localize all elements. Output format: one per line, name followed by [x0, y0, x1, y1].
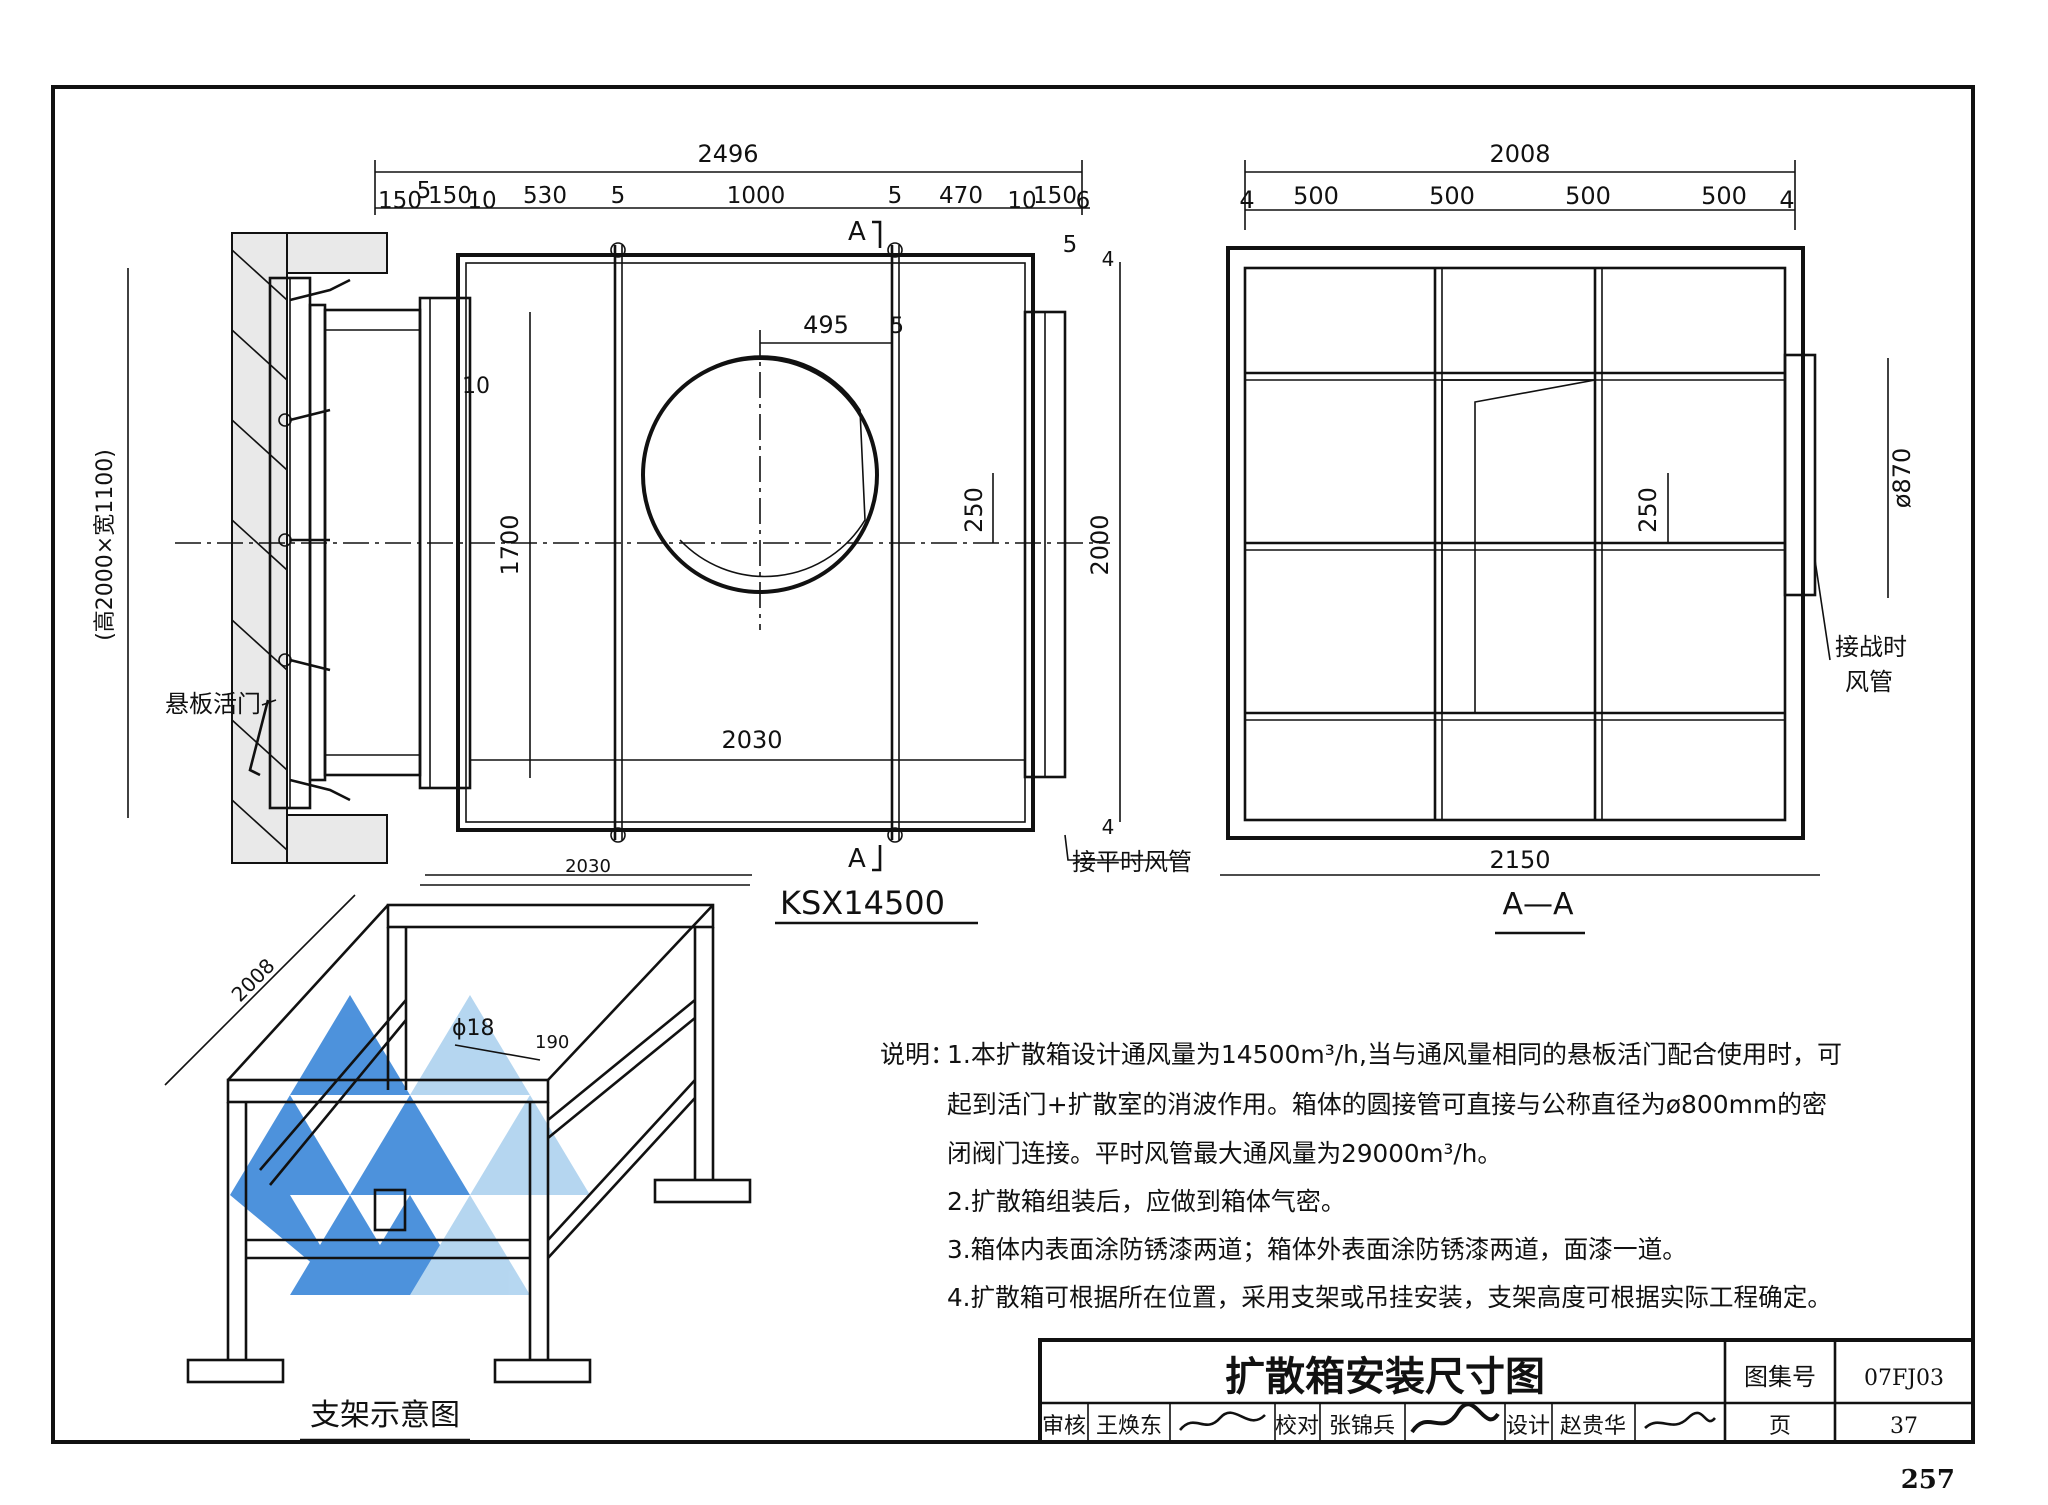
- dim-5: 5: [890, 314, 904, 339]
- dim-2030-bottom: 2030: [565, 856, 611, 877]
- wartime-duct-label-2: 风管: [1845, 668, 1893, 696]
- dim-2000-elev: 2000: [1086, 514, 1114, 575]
- section-dia: ø870: [1888, 448, 1916, 509]
- dim-1700: 1700: [496, 514, 524, 575]
- support-caption: 支架示意图: [310, 1398, 460, 1433]
- designer-signature: [1644, 1411, 1716, 1430]
- overall-width-dim: 2496: [697, 140, 758, 168]
- section-bottom-width: 2150: [1489, 846, 1550, 874]
- model-label: KSX14500: [780, 884, 945, 922]
- reviewer-name: 王焕东: [1096, 1414, 1162, 1439]
- section-seg: 500: [1429, 182, 1475, 210]
- designer-name: 赵贵华: [1560, 1414, 1626, 1439]
- seg-dim: 5: [417, 178, 432, 204]
- section-seg: 4: [1239, 186, 1254, 214]
- section-box: [1226, 246, 1805, 840]
- atlas-number: 07FJ03: [1864, 1366, 1944, 1391]
- dim-4-bottom: 4: [1102, 815, 1115, 839]
- dim-10: 10: [462, 374, 490, 399]
- section-seg: 500: [1701, 182, 1747, 210]
- dim-495: 495: [803, 311, 849, 339]
- design-label: 设计: [1506, 1414, 1550, 1439]
- note-line-5: 3.箱体内表面涂防锈漆两道；箱体外表面涂防锈漆两道，面漆一道。: [947, 1235, 1687, 1264]
- atlas-label: 图集号: [1744, 1363, 1816, 1391]
- note-line-2: 起到活门+扩散室的消波作用。箱体的圆接管可直接与公称直径为ø800mm的密: [947, 1090, 1827, 1119]
- seg-dim: 150: [428, 183, 472, 209]
- section-dim-250: 250: [1634, 487, 1662, 533]
- section-seg: 4: [1779, 186, 1794, 214]
- dim-2030-inner: 2030: [721, 726, 782, 754]
- seg-dim: 10: [1007, 188, 1036, 214]
- section-title: A—A: [1502, 887, 1574, 922]
- peacetime-duct-label: 接平时风管: [1072, 848, 1192, 876]
- notes-prefix: 说明：: [880, 1040, 955, 1069]
- blast-valve-label: 悬板活门: [165, 690, 261, 718]
- note-line-4: 2.扩散箱组装后，应做到箱体气密。: [947, 1187, 1346, 1216]
- seg-dim: 10: [467, 188, 496, 214]
- section-overall-width: 2008: [1489, 140, 1550, 168]
- seg-dim: 530: [523, 183, 567, 209]
- note-line-1: 1.本扩散箱设计通风量为14500m³/h,当与通风量相同的悬板活门配合使用时，…: [947, 1040, 1842, 1069]
- section-mark-bottom: A: [848, 844, 866, 874]
- support-dim-2008: 2008: [227, 954, 280, 1007]
- support-dim-190: 190: [535, 1032, 569, 1053]
- support-frame: 2008 ɸ18 190 支架示意图: [164, 884, 752, 1442]
- note-line-3: 闭阀门连接。平时风管最大通风量为29000m³/h。: [947, 1139, 1502, 1168]
- seg-dim: 5: [1063, 232, 1078, 258]
- page-number: 37: [1890, 1414, 1918, 1439]
- support-dim-phi18: ɸ18: [452, 1016, 495, 1041]
- wartime-stub: [1783, 353, 1817, 597]
- seg-dim: 6: [1076, 188, 1091, 214]
- seg-dim: 470: [939, 183, 983, 209]
- checker-name: 张锦兵: [1329, 1414, 1395, 1439]
- wall-hatch: [231, 232, 388, 864]
- section-seg: 500: [1293, 182, 1339, 210]
- note-line-6: 4.扩散箱可根据所在位置，采用支架或吊挂安装，支架高度可根据实际工程确定。: [947, 1283, 1832, 1312]
- seg-dim: 150: [1033, 183, 1077, 209]
- reviewer-signature: [1179, 1411, 1266, 1431]
- valve-size-note: (高2000×宽1100): [93, 449, 118, 641]
- dim-4-top: 4: [1102, 247, 1115, 271]
- seg-dim: 150: [378, 188, 422, 214]
- wartime-duct-label-1: 接战时: [1835, 633, 1907, 661]
- review-label: 审核: [1042, 1414, 1086, 1439]
- book-page-number: 257: [1901, 1465, 1955, 1495]
- check-label: 校对: [1275, 1414, 1319, 1439]
- seg-dim: 5: [611, 183, 626, 209]
- page-label: 页: [1769, 1414, 1791, 1439]
- section-mark-top: A: [848, 217, 866, 247]
- seg-dim: 5: [888, 183, 903, 209]
- notes: 说明： 1.本扩散箱设计通风量为14500m³/h,当与通风量相同的悬板活门配合…: [880, 1040, 1842, 1312]
- title-block: 扩散箱安装尺寸图 图集号 07FJ03 审核 王焕东 校对 张锦兵 设计 赵贵华…: [1038, 1338, 1975, 1444]
- drawing-title: 扩散箱安装尺寸图: [1225, 1354, 1545, 1400]
- section-seg: 500: [1565, 182, 1611, 210]
- sheet-border: [51, 85, 1975, 1444]
- seg-dim: 1000: [727, 183, 786, 209]
- checker-signature: [1410, 1402, 1500, 1434]
- elevation-view: 2496 150 5 150 10 530 5 1000 5 470 10 15…: [93, 140, 1192, 925]
- dim-250-elev: 250: [960, 487, 988, 533]
- section-view: 2008 4 500 500 500 500 4 ø870 250 接战时 风: [1220, 140, 1916, 935]
